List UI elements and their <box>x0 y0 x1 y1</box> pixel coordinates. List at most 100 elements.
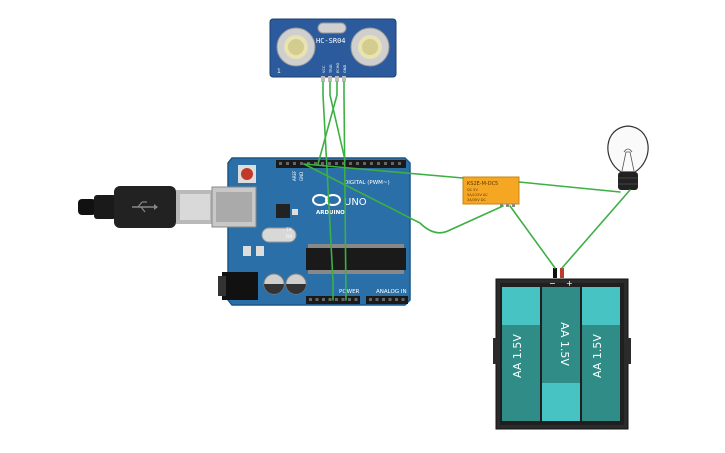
sensor-pins <box>321 76 346 82</box>
tx-label: TX <box>285 227 292 233</box>
battery-cell-1: AA 1.5V <box>502 287 540 421</box>
wire-sensor-trig[interactable] <box>329 81 346 161</box>
aref-label: AREF <box>292 170 297 181</box>
battery-terminal-negative[interactable] <box>553 268 557 278</box>
digital-pin-hole <box>300 162 303 165</box>
battery-plus-label: + <box>566 279 573 288</box>
smd-regulator <box>243 246 251 256</box>
usb-connector-inner <box>180 194 210 220</box>
atmega-chip <box>306 248 406 270</box>
arduino-model: UNO <box>344 197 367 208</box>
bottom-pin-hole <box>401 298 405 301</box>
wire-relay-bulb[interactable] <box>518 181 621 193</box>
arduino-uno-board[interactable]: DIGITAL (PWM~) POWER ANALOG IN AREF GND … <box>211 157 411 306</box>
capacitor-1-band <box>264 284 284 294</box>
atmega-chip-pins <box>308 244 404 274</box>
battery-clip-left <box>493 338 498 364</box>
battery-terminal-positive[interactable] <box>560 268 564 278</box>
digital-pin-hole <box>286 162 289 165</box>
gnd-label: GND <box>299 172 304 181</box>
usb-strain-relief <box>94 195 116 219</box>
digital-pin-hole <box>342 162 345 165</box>
light-bulb[interactable] <box>607 125 649 190</box>
infinity-logo-icon <box>312 194 341 206</box>
battery-cell-2: AA 1.5V <box>542 287 580 421</box>
wire-bulb-battery[interactable] <box>561 189 631 269</box>
analog-label: ANALOG IN <box>376 289 407 295</box>
usb-icon <box>132 201 158 213</box>
relay-body <box>462 176 520 205</box>
bottom-pin-hole <box>348 298 351 301</box>
relay-spec-2: 5A/125V AC <box>467 193 488 197</box>
digital-pin-header[interactable] <box>276 160 406 168</box>
battery-clip-right <box>626 338 631 364</box>
sensor-pin-label: GND <box>343 65 347 73</box>
arduino-usb-port-inner <box>216 192 252 222</box>
wire-sensor-echo[interactable] <box>317 81 338 165</box>
sensor-pin-label: TRIG <box>329 64 333 74</box>
digital-pin-holes <box>279 162 401 165</box>
digital-pin-hole <box>293 162 296 165</box>
bottom-pin-hole <box>375 298 379 301</box>
usb-chip <box>276 204 290 218</box>
digital-label: DIGITAL (PWM~) <box>344 180 390 186</box>
bottom-pin-hole <box>388 298 392 301</box>
bottom-pin-hole <box>341 298 345 301</box>
wire-relay-battery[interactable] <box>509 205 556 269</box>
digital-pin-hole <box>321 162 324 165</box>
battery-cell-3-label: AA 1.5V <box>591 334 604 378</box>
sensor-model: HC-SR04 <box>316 37 346 45</box>
wire-arduino-gnd-relay[interactable] <box>303 163 464 179</box>
sensor-crystal <box>317 22 347 34</box>
digital-pin-hole <box>328 162 331 165</box>
relay-module[interactable]: KS2E-M-DC5 DC 5V 5A/125V AC 3A/30V DC <box>462 176 520 207</box>
sensor-transducer-right <box>350 27 390 67</box>
arduino-brand: ARDUINO <box>316 210 345 216</box>
usb-cable[interactable] <box>78 186 214 228</box>
rx-label: RX <box>286 234 292 240</box>
digital-pin-hole <box>314 162 317 165</box>
arduino-power-jack <box>222 272 258 300</box>
bottom-pin-hole <box>328 298 332 301</box>
battery-pack[interactable]: AA 1.5V AA 1.5V AA 1.5V − + <box>493 268 631 430</box>
reset-button[interactable] <box>241 168 253 180</box>
power-label: POWER <box>339 289 360 295</box>
bottom-pin-hole <box>322 298 325 301</box>
usb-cable-end <box>78 199 96 215</box>
digital-pin-hole <box>335 162 338 165</box>
battery-minus-label: − <box>549 279 556 288</box>
wire-sensor-gnd[interactable] <box>343 81 347 301</box>
digital-pin-hole <box>307 162 310 165</box>
bulb-base <box>618 172 638 190</box>
wire-arduino-pin-relay[interactable] <box>303 163 504 234</box>
bottom-pin-hole <box>309 298 312 301</box>
capacitor-2-band <box>286 284 306 294</box>
relay-pins <box>500 204 515 207</box>
sensor-corner-label: 1 <box>277 68 281 75</box>
digital-pin-hole <box>349 162 352 165</box>
digital-pin-hole <box>384 162 387 165</box>
digital-pin-hole <box>356 162 359 165</box>
smd-diode <box>256 246 264 256</box>
battery-cell-3: AA 1.5V <box>582 287 620 421</box>
wire-sensor-vcc[interactable] <box>322 81 334 301</box>
bottom-pin-hole <box>395 298 398 301</box>
arduino-power-jack-lip <box>218 276 226 296</box>
digital-pin-hole <box>363 162 366 165</box>
digital-pin-hole <box>377 162 380 165</box>
relay-spec-1: DC 5V <box>467 188 478 192</box>
sensor-transducer-left <box>276 27 316 67</box>
sensor-pin-label: VCC <box>322 65 326 73</box>
bottom-pin-hole <box>315 298 319 301</box>
analog-pin-header[interactable] <box>366 296 408 304</box>
bottom-pin-hole <box>354 298 358 301</box>
wires <box>303 81 631 301</box>
digital-pin-hole <box>370 162 373 165</box>
digital-pin-hole <box>279 162 282 165</box>
digital-pin-hole <box>398 162 401 165</box>
relay-spec-3: 3A/30V DC <box>467 198 486 202</box>
crystal-oscillator <box>261 227 297 243</box>
